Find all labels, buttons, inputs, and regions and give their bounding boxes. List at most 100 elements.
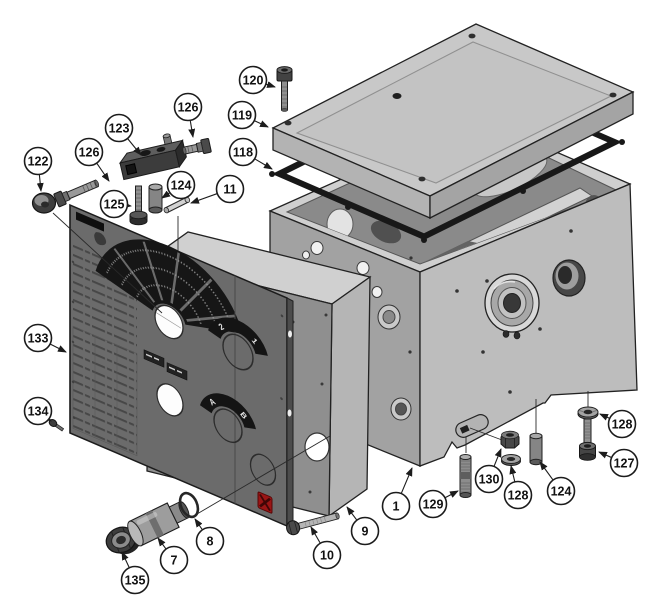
callout-leader: [598, 451, 612, 459]
panel-dial: [95, 239, 243, 340]
selector-knob-hole: [222, 333, 254, 371]
callout-leader: [444, 490, 459, 499]
lid-center-hole: [392, 93, 402, 99]
callout-number: 122: [28, 154, 49, 168]
spacer-124-upper: [148, 183, 163, 214]
callout-bubble: [227, 100, 257, 130]
callout-130: 130: [474, 448, 504, 494]
callout-124: 124: [539, 461, 576, 506]
panel-hole-bottom: [249, 453, 277, 486]
callout-leader: [493, 448, 502, 467]
callout-bubble: [166, 170, 196, 200]
callout-122: 122: [23, 146, 53, 192]
callout-number: 129: [423, 497, 444, 511]
callout-bubble: [195, 526, 225, 556]
bolt-126-right: [182, 138, 212, 155]
callout-bubble: [23, 323, 53, 353]
callout-leader: [254, 158, 273, 170]
callout-number: 9: [362, 524, 369, 538]
callout-number: 119: [232, 108, 252, 122]
callout-number: 11: [223, 182, 236, 196]
panel-edge-notch: [288, 330, 292, 338]
callout-11: 11: [190, 174, 245, 204]
housing-left-face-holes: [302, 241, 413, 421]
callout-leader: [194, 518, 203, 531]
callout-129: 129: [418, 489, 459, 519]
nut-130: [500, 430, 520, 449]
callout-leader: [310, 526, 321, 544]
washer-128-middle: [501, 454, 521, 466]
callout-133: 133: [23, 323, 67, 353]
callout-leader: [36, 174, 44, 192]
spacer-side-face: [328, 275, 371, 518]
callout-bubble: [173, 92, 203, 122]
callout-number: 1: [393, 499, 400, 513]
callout-number: 10: [320, 548, 334, 562]
lid-corner-hole: [468, 33, 476, 39]
selector-knob-hole: [213, 408, 243, 444]
callout-bubble: [607, 409, 637, 439]
callout-leader: [157, 537, 167, 550]
valve-block-123: [118, 133, 187, 181]
bolt-127: [579, 418, 596, 461]
washer-128-right: [577, 406, 599, 420]
callout-number: 7: [171, 553, 178, 567]
lid-corner-hole: [418, 176, 426, 182]
callout-leader: [346, 506, 358, 521]
callout-number: 8: [207, 534, 214, 548]
spacer-124-lower: [529, 432, 543, 466]
callout-leader: [539, 461, 554, 481]
front-panel: 2 1 A B: [69, 203, 294, 531]
panel-rivets: [71, 260, 284, 420]
callout-bubble: [609, 448, 639, 478]
callout-bubble: [23, 146, 53, 176]
callout-number: 134: [28, 404, 49, 418]
lid-corner-hole: [609, 92, 617, 98]
callout-leader: [599, 413, 610, 421]
callout-126: 126: [173, 92, 203, 138]
callout-126: 126: [74, 137, 110, 182]
callout-bubble: [74, 137, 104, 167]
callout-119: 119: [227, 100, 269, 130]
panel-spec-table: [73, 244, 137, 456]
callout-number: 123: [109, 121, 130, 135]
callout-leader: [127, 138, 142, 156]
selector-label: A: [207, 396, 218, 408]
lid-corner-hole: [284, 120, 292, 126]
housing-screw-holes: [455, 229, 573, 394]
housing-main-port: [484, 273, 540, 340]
callout-bubble: [503, 480, 533, 510]
callout-leader: [400, 467, 413, 494]
callout-number: 126: [79, 145, 100, 159]
callout-bubble: [474, 464, 504, 494]
callout-7: 7: [157, 537, 189, 575]
panel-emblem: [94, 232, 107, 246]
pin-11: [163, 196, 191, 214]
callout-leader: [121, 551, 130, 568]
warning-symbol: [257, 491, 273, 514]
callout-bubble: [120, 565, 150, 595]
callout-124: 124: [161, 170, 196, 200]
callout-bubble: [312, 540, 342, 570]
callout-number: 120: [243, 73, 264, 87]
callout-leader: [265, 81, 276, 88]
callout-128: 128: [599, 409, 637, 439]
callout-123: 123: [104, 113, 142, 156]
callout-127: 127: [598, 448, 639, 478]
callout-leader: [161, 190, 171, 199]
panel-mode-boxes: [143, 349, 188, 381]
callout-number: 126: [178, 100, 199, 114]
selector-label: B: [239, 410, 250, 420]
panel-hole-lower: [156, 383, 184, 417]
callout-134: 134: [23, 396, 53, 426]
bolt-125: [129, 185, 148, 226]
callout-bubble: [104, 113, 134, 143]
lid-side-edge: [429, 90, 634, 220]
callout-bubble: [238, 65, 268, 95]
housing-side-port: [552, 259, 586, 297]
panel-selector-top: 2 1: [208, 317, 268, 371]
callout-1: 1: [381, 467, 413, 521]
panel-edge-notch: [287, 409, 292, 417]
